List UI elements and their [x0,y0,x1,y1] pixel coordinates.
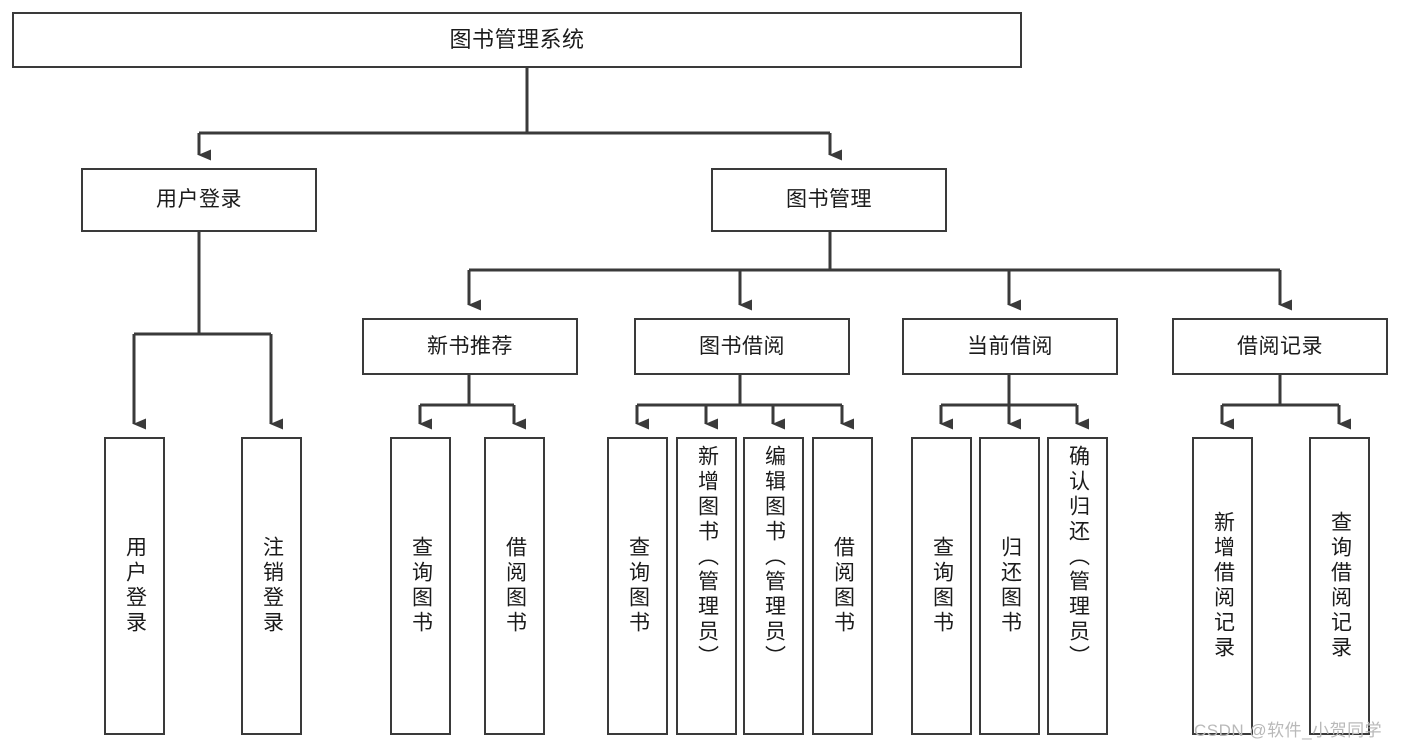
node-label: 借阅记录 [1237,334,1323,358]
leaf-add-borrow-record[interactable]: 新增借阅记录 [1192,437,1253,735]
leaf-user-login[interactable]: 用户登录 [104,437,165,735]
leaf-logout[interactable]: 注销登录 [241,437,302,735]
node-label: 当前借阅 [967,334,1053,358]
node-label: 新书推荐 [427,334,513,358]
node-label: 确认归还（管理员） [1066,445,1090,670]
node-book-borrow[interactable]: 图书借阅 [634,318,850,375]
watermark-text: CSDN @软件_小贺同学 [1194,721,1383,740]
node-label: 查询图书 [626,536,650,636]
node-label: 查询图书 [930,536,954,636]
leaf-edit-book-admin[interactable]: 编辑图书（管理员） [743,437,804,735]
leaf-borrow-book-recommend[interactable]: 借阅图书 [484,437,545,735]
node-label: 新增借阅记录 [1211,511,1235,661]
node-label: 借阅图书 [503,536,527,636]
node-user-login[interactable]: 用户登录 [81,168,317,232]
node-borrow-record[interactable]: 借阅记录 [1172,318,1388,375]
leaf-borrow-book[interactable]: 借阅图书 [812,437,873,735]
leaf-return-book[interactable]: 归还图书 [979,437,1040,735]
node-label: 图书管理 [786,188,872,212]
leaf-add-book-admin[interactable]: 新增图书（管理员） [676,437,737,735]
leaf-query-book-recommend[interactable]: 查询图书 [390,437,451,735]
node-label: 查询借阅记录 [1328,511,1352,661]
node-label: 查询图书 [409,536,433,636]
node-new-book-recommend[interactable]: 新书推荐 [362,318,578,375]
node-current-borrow[interactable]: 当前借阅 [902,318,1118,375]
node-label: 用户登录 [156,188,242,212]
node-label: 新增图书（管理员） [695,445,719,670]
node-label: 编辑图书（管理员） [762,445,786,670]
node-label: 图书管理系统 [449,26,585,52]
node-label: 借阅图书 [831,536,855,636]
leaf-query-book-borrow[interactable]: 查询图书 [607,437,668,735]
node-label: 图书借阅 [699,334,785,358]
node-root-system[interactable]: 图书管理系统 [12,12,1022,68]
node-label: 归还图书 [998,536,1022,636]
leaf-confirm-return-admin[interactable]: 确认归还（管理员） [1047,437,1108,735]
node-book-management[interactable]: 图书管理 [711,168,947,232]
leaf-query-book-current[interactable]: 查询图书 [911,437,972,735]
node-label: 注销登录 [260,536,284,636]
node-label: 用户登录 [123,536,147,636]
leaf-query-borrow-record[interactable]: 查询借阅记录 [1309,437,1370,735]
